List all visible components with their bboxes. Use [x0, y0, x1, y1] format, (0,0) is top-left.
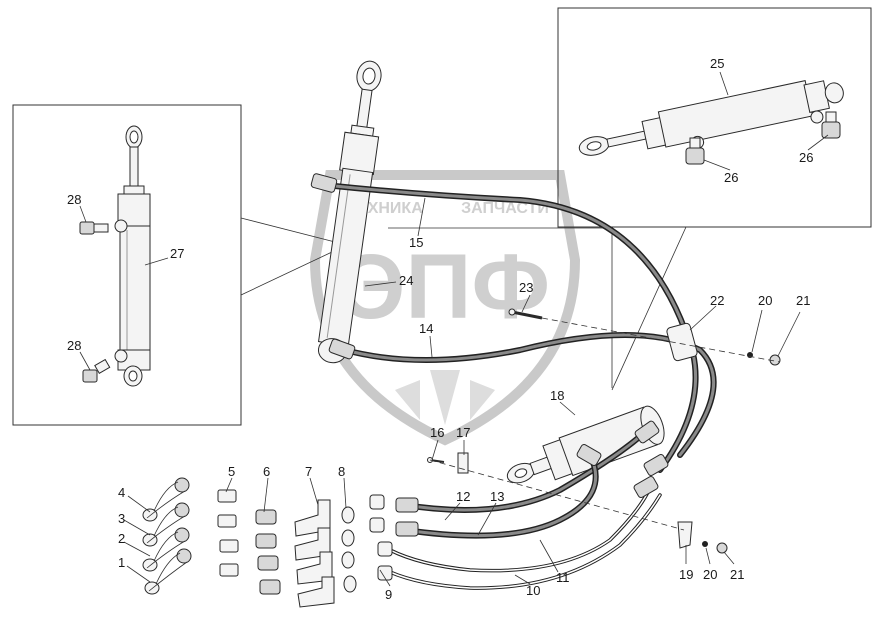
callout-9: 9 [385, 587, 392, 602]
hose-end-fittings [310, 173, 669, 581]
fitting-28-lower [82, 358, 111, 383]
callout-5: 5 [228, 464, 235, 479]
pipe-11 [388, 486, 652, 573]
callout-1: 1 [118, 555, 125, 570]
fitting-26-right [821, 111, 841, 139]
callout-14: 14 [419, 321, 433, 336]
leader-lines [79, 71, 829, 587]
pin-23 [508, 308, 543, 320]
callout-labels: 1 2 3 4 5 6 7 8 9 10 11 12 13 14 15 16 1… [67, 56, 813, 602]
callout-17: 17 [456, 425, 470, 440]
callout-22: 22 [710, 293, 724, 308]
callout-25: 25 [710, 56, 724, 71]
callout-12: 12 [456, 489, 470, 504]
callout-24: 24 [399, 273, 413, 288]
clamp-22 [666, 322, 698, 362]
callout-27: 27 [170, 246, 184, 261]
part-16 [427, 457, 445, 463]
detail-link-left-bottom [240, 251, 333, 296]
washer-20-lower [702, 541, 708, 547]
couplers-1-4 [142, 477, 192, 595]
fitting-26-left [685, 137, 705, 165]
nut-21-upper [769, 354, 781, 366]
callout-11: 11 [556, 570, 570, 585]
callout-20-upper: 20 [758, 293, 772, 308]
cylinder-24 [317, 60, 382, 364]
watermark-wheat-icon [395, 370, 495, 425]
callout-18: 18 [550, 388, 564, 403]
callout-26-right: 26 [799, 150, 813, 165]
callout-21-lower: 21 [730, 567, 744, 582]
axis-lower [429, 459, 685, 531]
fitting-28-upper [79, 221, 109, 235]
elbows-7 [294, 499, 335, 608]
callout-15: 15 [409, 235, 423, 250]
callout-7: 7 [305, 464, 312, 479]
cylinder-27 [114, 125, 151, 387]
detail-frame-left [12, 104, 242, 426]
watermark-brand: ЭПФ [340, 236, 550, 338]
callout-19: 19 [679, 567, 693, 582]
callout-23: 23 [519, 280, 533, 295]
callout-28-lower: 28 [67, 338, 81, 353]
pipe-10 [388, 493, 662, 590]
plate-17 [457, 452, 469, 474]
axis-upper [541, 317, 781, 363]
clip-19 [677, 521, 693, 549]
detail-frame-right [557, 7, 872, 228]
callout-16: 16 [430, 425, 444, 440]
nut-21-lower [716, 542, 728, 554]
callout-21-upper: 21 [796, 293, 810, 308]
hose-15 [322, 182, 699, 473]
callout-28-upper: 28 [67, 192, 81, 207]
callout-8: 8 [338, 464, 345, 479]
adapters-5 [217, 489, 239, 577]
callout-2: 2 [118, 531, 125, 546]
detail-link-right [611, 226, 687, 391]
hose-13 [402, 452, 599, 539]
callout-10: 10 [526, 583, 540, 598]
watermark-subtitle-right: ЗАПЧАСТИ [461, 200, 549, 217]
callout-4: 4 [118, 485, 125, 500]
callout-20-lower: 20 [703, 567, 717, 582]
hose-12 [402, 429, 648, 513]
detail-link-left-top [240, 217, 336, 243]
callout-3: 3 [118, 511, 125, 526]
hose-14 [342, 332, 717, 458]
callout-13: 13 [490, 489, 504, 504]
adapters-6 [255, 509, 281, 595]
cylinder-25 [578, 80, 844, 156]
washers-8 [341, 506, 357, 593]
callout-26-left: 26 [724, 170, 738, 185]
callout-6: 6 [263, 464, 270, 479]
